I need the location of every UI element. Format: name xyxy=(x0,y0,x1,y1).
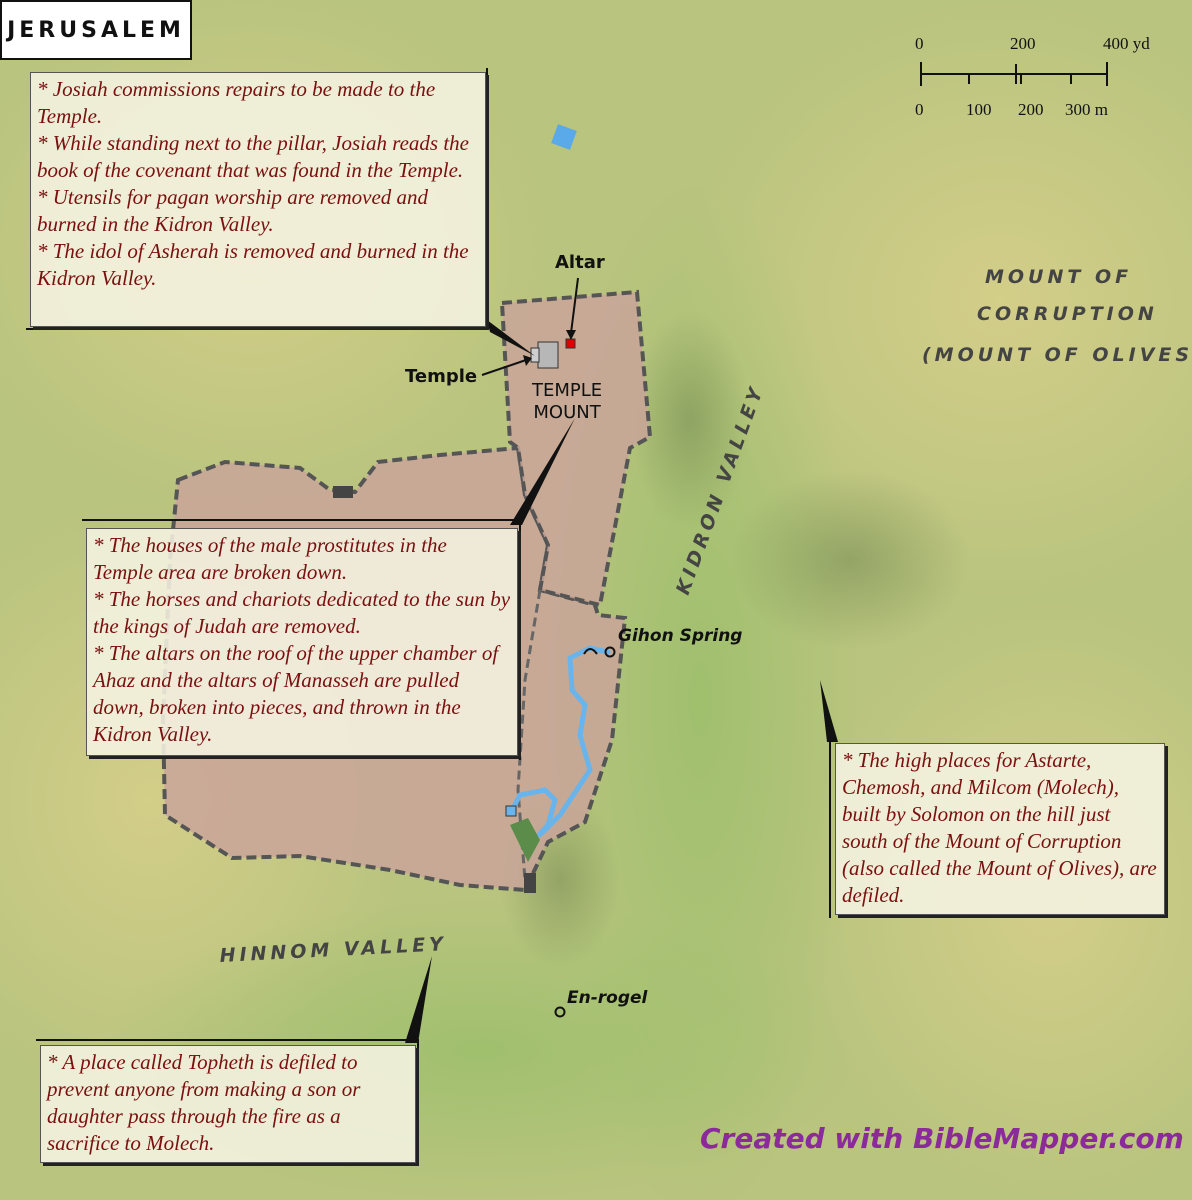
callout-pointer xyxy=(510,418,575,525)
gate xyxy=(524,873,536,893)
temple-reforms-note: * Josiah commissions repairs to be made … xyxy=(30,72,486,327)
mount-of-corruption-label-1: MOUNT OF xyxy=(985,266,1133,288)
scale-yd-0: 0 xyxy=(915,34,924,53)
gate xyxy=(333,486,353,498)
topheth-note: * A place called Topheth is defiled to p… xyxy=(40,1045,416,1163)
mount-of-corruption-label-2: CORRUPTION xyxy=(977,303,1158,325)
temple-mount-label: TEMPLE MOUNT xyxy=(532,380,603,423)
scale-m-200: 200 xyxy=(1018,100,1044,119)
city-reforms-note: * The houses of the male prostitutes in … xyxy=(86,528,518,756)
scale-yd-200: 200 xyxy=(1010,34,1036,53)
callout-pointer xyxy=(405,956,432,1043)
scale-m-300: 300 m xyxy=(1065,100,1108,119)
temple-label: Temple xyxy=(405,366,478,387)
pool-north xyxy=(551,124,577,150)
temple-icon xyxy=(537,341,559,369)
temple-porch xyxy=(530,347,540,363)
scale-m-0: 0 xyxy=(915,100,924,119)
gihon-arc xyxy=(583,648,598,655)
scale-m-100: 100 xyxy=(966,100,992,119)
altar-label: Altar xyxy=(555,252,605,273)
altar-icon xyxy=(565,338,576,349)
high-places-note: * The high places for Astarte, Chemosh, … xyxy=(835,743,1165,915)
en-rogel-marker xyxy=(554,1006,566,1018)
pool xyxy=(505,805,517,817)
scale-bar xyxy=(920,62,1108,86)
kings-garden xyxy=(510,818,540,862)
mount-of-olives-label: (MOUNT OF OLIVES) xyxy=(922,344,1192,366)
callout-pointer xyxy=(820,680,838,742)
en-rogel-label: En-rogel xyxy=(567,988,648,1008)
hezekiah-tunnel xyxy=(509,645,611,838)
map-title: JERUSALEM xyxy=(0,0,192,60)
gihon-spring-label: Gihon Spring xyxy=(618,626,743,646)
scale-yd-400: 400 yd xyxy=(1103,34,1150,53)
gihon-marker xyxy=(604,646,616,658)
credit-text: Created with BibleMapper.com xyxy=(700,1122,1184,1155)
callout-pointer xyxy=(487,320,535,356)
